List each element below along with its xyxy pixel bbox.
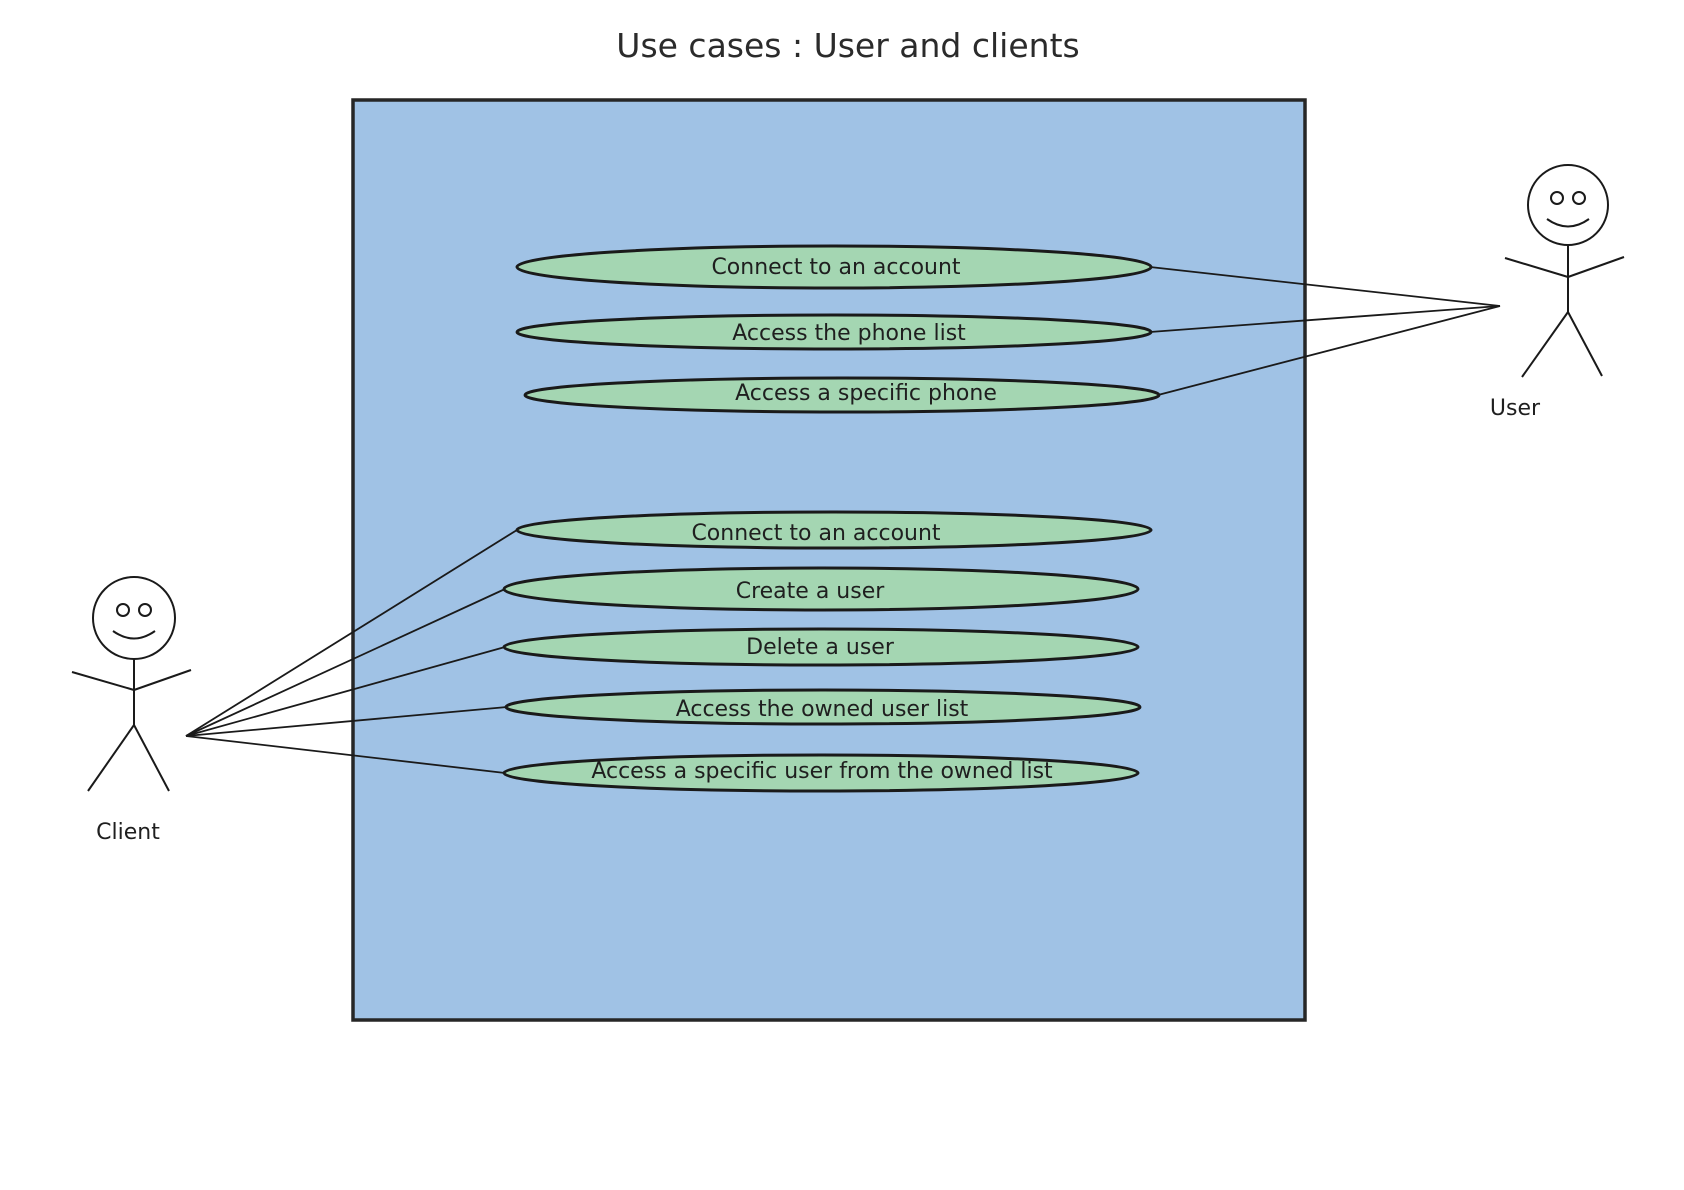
client-actor-label: Client xyxy=(96,820,160,845)
association-user-specific-phone xyxy=(1157,305,1501,396)
use-case-label: Access a specific user from the owned li… xyxy=(591,759,1053,784)
association-user-connect xyxy=(1149,266,1501,307)
association-client-create-user xyxy=(185,588,506,737)
user-left-eye-icon xyxy=(1550,191,1564,205)
use-case-delete-user: Delete a user xyxy=(502,627,1140,667)
diagram-title: Use cases : User and clients xyxy=(616,26,1079,65)
association-client-connect xyxy=(185,529,518,737)
client-smile-icon xyxy=(112,630,156,640)
user-associations xyxy=(1149,266,1501,396)
client-actor: Client xyxy=(71,576,192,845)
client-right-eye-icon xyxy=(138,603,152,617)
user-right-eye-icon xyxy=(1572,191,1586,205)
use-case-label: Connect to an account xyxy=(711,255,960,280)
association-client-owned-list xyxy=(185,706,508,737)
use-case-label: Access a specific phone xyxy=(735,381,997,406)
use-case-label: Access the phone list xyxy=(732,321,966,346)
user-left-arm-icon xyxy=(1504,257,1569,278)
association-client-delete-user xyxy=(185,646,506,737)
user-right-arm-icon xyxy=(1567,256,1625,278)
use-case-create-user: Create a user xyxy=(502,566,1140,612)
user-left-leg-icon xyxy=(1521,311,1569,378)
use-case-access-specific-user: Access a specific user from the owned li… xyxy=(502,753,1140,793)
client-head-icon xyxy=(92,576,176,660)
client-right-leg-icon xyxy=(133,724,170,792)
client-associations xyxy=(185,529,518,774)
association-client-specific-user xyxy=(185,735,506,774)
association-user-phone-list xyxy=(1149,305,1501,333)
user-head-icon xyxy=(1527,164,1609,246)
use-case-label: Delete a user xyxy=(746,635,895,660)
use-case-label: Create a user xyxy=(736,579,886,604)
use-case-client-connect: Connect to an account xyxy=(515,510,1153,550)
use-case-access-owned-user-list: Access the owned user list xyxy=(504,688,1142,726)
use-case-label: Connect to an account xyxy=(691,521,940,546)
use-case-user-connect: Connect to an account xyxy=(515,244,1153,290)
client-right-arm-icon xyxy=(133,669,192,691)
user-smile-icon xyxy=(1546,218,1590,228)
use-case-access-specific-phone: Access a specific phone xyxy=(523,376,1161,414)
client-left-eye-icon xyxy=(116,603,130,617)
user-actor-label: User xyxy=(1490,396,1541,421)
user-actor: User xyxy=(1490,164,1625,421)
client-left-leg-icon xyxy=(87,724,135,792)
user-right-leg-icon xyxy=(1567,311,1603,377)
use-case-label: Access the owned user list xyxy=(676,697,969,722)
client-left-arm-icon xyxy=(71,671,135,691)
use-case-access-phone-list: Access the phone list xyxy=(515,313,1153,351)
system-boundary xyxy=(351,98,1307,1022)
